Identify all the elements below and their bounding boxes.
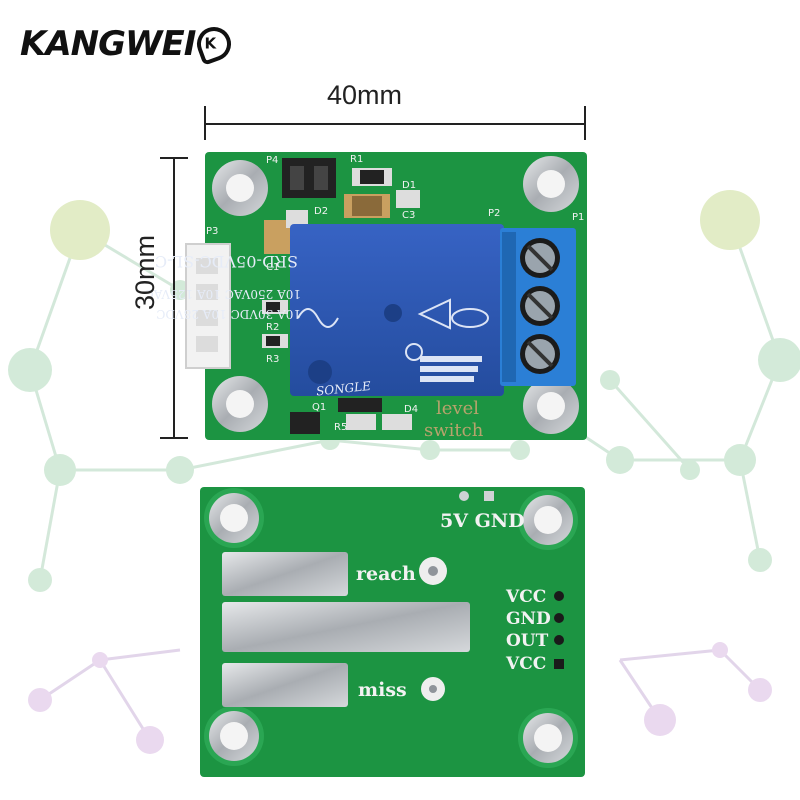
height-dimension-line [160, 157, 188, 439]
mounting-hole [212, 160, 268, 216]
designator-d2: D2 [314, 206, 328, 217]
background-nodes [8, 190, 800, 754]
screw-terminal [500, 228, 576, 386]
pin-label-vcc: VCC [505, 587, 546, 607]
jst-connector [185, 243, 231, 369]
miss-sense-pad [222, 663, 348, 707]
mounting-hole [518, 490, 578, 550]
top-silkscreen: SRD-05VDC-SL-C 10A 250VAC 10A 125VAC 10A… [144, 252, 483, 441]
miss-probe-pad [421, 677, 445, 701]
bottom-silkscreen: 5V GND reach miss VCC GND OUT VCC [356, 510, 551, 701]
designator-d1: D1 [402, 180, 416, 191]
pin-label-vcc-2: VCC [505, 654, 546, 674]
designator-r2: R2 [266, 322, 279, 333]
mounting-hole [204, 706, 264, 766]
mounting-hole [518, 708, 578, 768]
height-dimension-label: 30mm [130, 234, 160, 310]
relay-rating-line-1: 10A 250VAC 10A 125VAC [144, 287, 301, 301]
power-pad-5v [459, 491, 469, 501]
mounting-hole [212, 376, 268, 432]
designator-p3: P3 [206, 226, 218, 237]
relay-model-label: SRD-05VDC-SL-C [155, 252, 298, 271]
brand-mark-letter: K [204, 34, 216, 53]
background-network-lower [39, 648, 762, 741]
designator-c1: C1 [266, 262, 279, 273]
designator-p4: P4 [266, 155, 278, 166]
common-sense-pad [222, 602, 470, 652]
reach-label: reach [356, 563, 416, 585]
designator-labels: P4 R1 D1 D2 C3 P2 P1 P3 C1 R2 R3 Q1 R5 D… [206, 154, 584, 433]
width-dimension-label: 40mm [327, 80, 403, 110]
mounting-hole [523, 378, 579, 434]
designator-c3: C3 [402, 210, 415, 221]
pin-label-gnd: GND [506, 609, 551, 629]
designator-r3: R3 [266, 354, 279, 365]
pin-label-out: OUT [506, 631, 549, 651]
background-network [28, 219, 782, 581]
designator-r1: R1 [350, 154, 363, 165]
designator-p1: P1 [572, 212, 584, 223]
power-label: 5V GND [440, 510, 525, 532]
miss-label: miss [358, 679, 407, 701]
mounting-hole [204, 488, 264, 548]
jumper-header [282, 158, 336, 198]
designator-r5: R5 [334, 422, 347, 433]
bottom-pcb-board: 5V GND reach miss VCC GND OUT VCC [200, 487, 585, 777]
designator-p2: P2 [488, 208, 500, 219]
brand-logo: KANGWEI K [20, 22, 237, 66]
relay-brand-label: SONGLE [315, 379, 371, 399]
relay [290, 224, 504, 396]
brand-name: KANGWEI [20, 24, 196, 64]
silkscreen-level: level [436, 398, 479, 419]
relay-rating-line-2: 10A 30VDC 10A 28VDC [156, 307, 301, 321]
mounting-hole [523, 156, 579, 212]
pin-header-pads [554, 591, 564, 669]
top-pcb-board: SRD-05VDC-SL-C 10A 250VAC 10A 125VAC 10A… [144, 152, 587, 441]
silkscreen-switch: switch [424, 420, 484, 441]
power-pad-gnd [484, 491, 494, 501]
brand-mark-icon: K [192, 22, 237, 66]
reach-sense-pad [222, 552, 348, 596]
designator-d4: D4 [404, 404, 418, 415]
reach-probe-pad [419, 557, 447, 585]
smd-components [262, 168, 420, 434]
width-dimension-line [204, 106, 586, 140]
designator-q1: Q1 [312, 402, 326, 413]
